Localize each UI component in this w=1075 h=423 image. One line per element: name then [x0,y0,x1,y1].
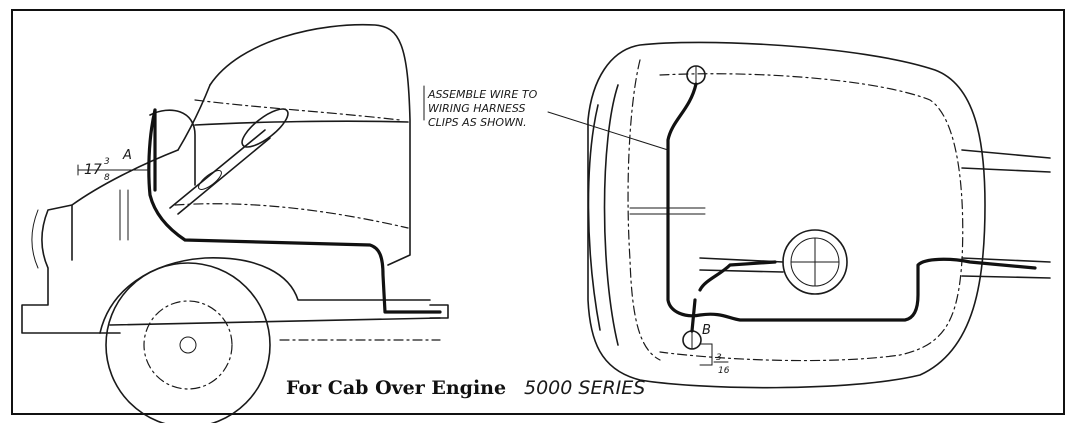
caption-series: 5000 SERIES [524,377,645,399]
dim-left-whole: 17 [84,162,102,178]
dim-right-num: 3 [716,353,722,363]
annotation-line1: ASSEMBLE WIRE TO [427,88,538,101]
side-view-cab: 17 3 8 A [21,23,449,423]
point-a-label: A [122,148,132,163]
dim-left-den: 8 [104,173,110,183]
annotation-line2: WIRING HARNESS [428,102,525,115]
top-view-cab: ASSEMBLE WIRE TO WIRING HARNESS CLIPS AS… [423,41,1051,389]
wire-side-view [147,108,442,314]
annotation-line3: CLIPS AS SHOWN. [428,116,527,129]
dim-left-num: 3 [104,157,110,167]
dim-right-den: 16 [718,366,730,376]
point-b-label: B [702,323,711,338]
caption-main: For Cab Over Engine [286,377,506,399]
front-wheel [105,262,271,423]
wire-top-view [666,82,1037,322]
frame-border [11,9,1065,415]
